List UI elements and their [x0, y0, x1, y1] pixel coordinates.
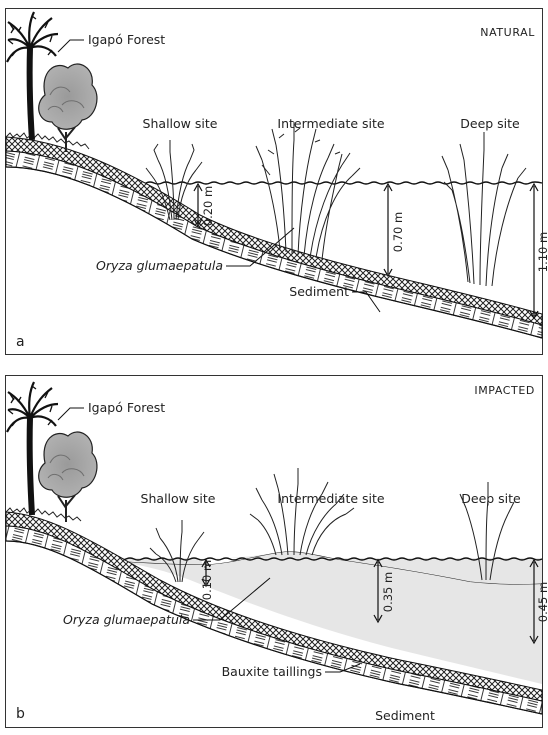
depth-label-deep-a: 1.10 m	[536, 232, 548, 272]
panel-b: Igapó Forest IMPACTED Shallow site Inter…	[6, 376, 548, 728]
site-name-intermediate-b: Intermediate site	[277, 491, 385, 506]
forest-label-a: Igapó Forest	[88, 32, 165, 47]
site-name-deep-b: Deep site	[461, 491, 521, 506]
water-surface	[130, 182, 542, 184]
tailings-label: Bauxite taillings	[222, 664, 322, 679]
species-label-a: Oryza glumaepatula	[96, 258, 223, 273]
rice-deep	[442, 132, 526, 286]
depth-label-intermediate-a: 0.70 m	[391, 212, 405, 252]
sediment-label-b: Sediment	[375, 708, 435, 723]
condition-label-b: IMPACTED	[474, 384, 535, 397]
site-name-intermediate-a: Intermediate site	[277, 116, 385, 131]
species-label-b: Oryza glumaepatula	[63, 612, 190, 627]
depth-label-shallow-b: 0.10 m	[200, 560, 214, 600]
panel-a: Igapó Forest NATURAL Shallow site Interm…	[6, 9, 548, 355]
rice-intermediate-b	[250, 468, 354, 555]
sediment-label-a: Sediment	[289, 284, 349, 299]
forest-leader	[58, 40, 84, 52]
depth-label-shallow-a: 0.20 m	[201, 186, 215, 226]
forest-leader-b	[58, 408, 84, 420]
depth-label-deep-b: 0.45 m	[536, 582, 548, 622]
site-name-shallow-b: Shallow site	[141, 491, 216, 506]
site-name-deep-a: Deep site	[460, 116, 520, 131]
depth-label-intermediate-b: 0.35 m	[381, 572, 395, 612]
igapo-tree-b	[39, 432, 97, 522]
site-name-shallow-a: Shallow site	[143, 116, 218, 131]
rice-intermediate	[256, 122, 360, 260]
panel-letter-b: b	[16, 706, 25, 722]
panel-letter-a: a	[16, 334, 25, 350]
condition-label-a: NATURAL	[480, 26, 535, 39]
forest-label-b: Igapó Forest	[88, 400, 165, 415]
